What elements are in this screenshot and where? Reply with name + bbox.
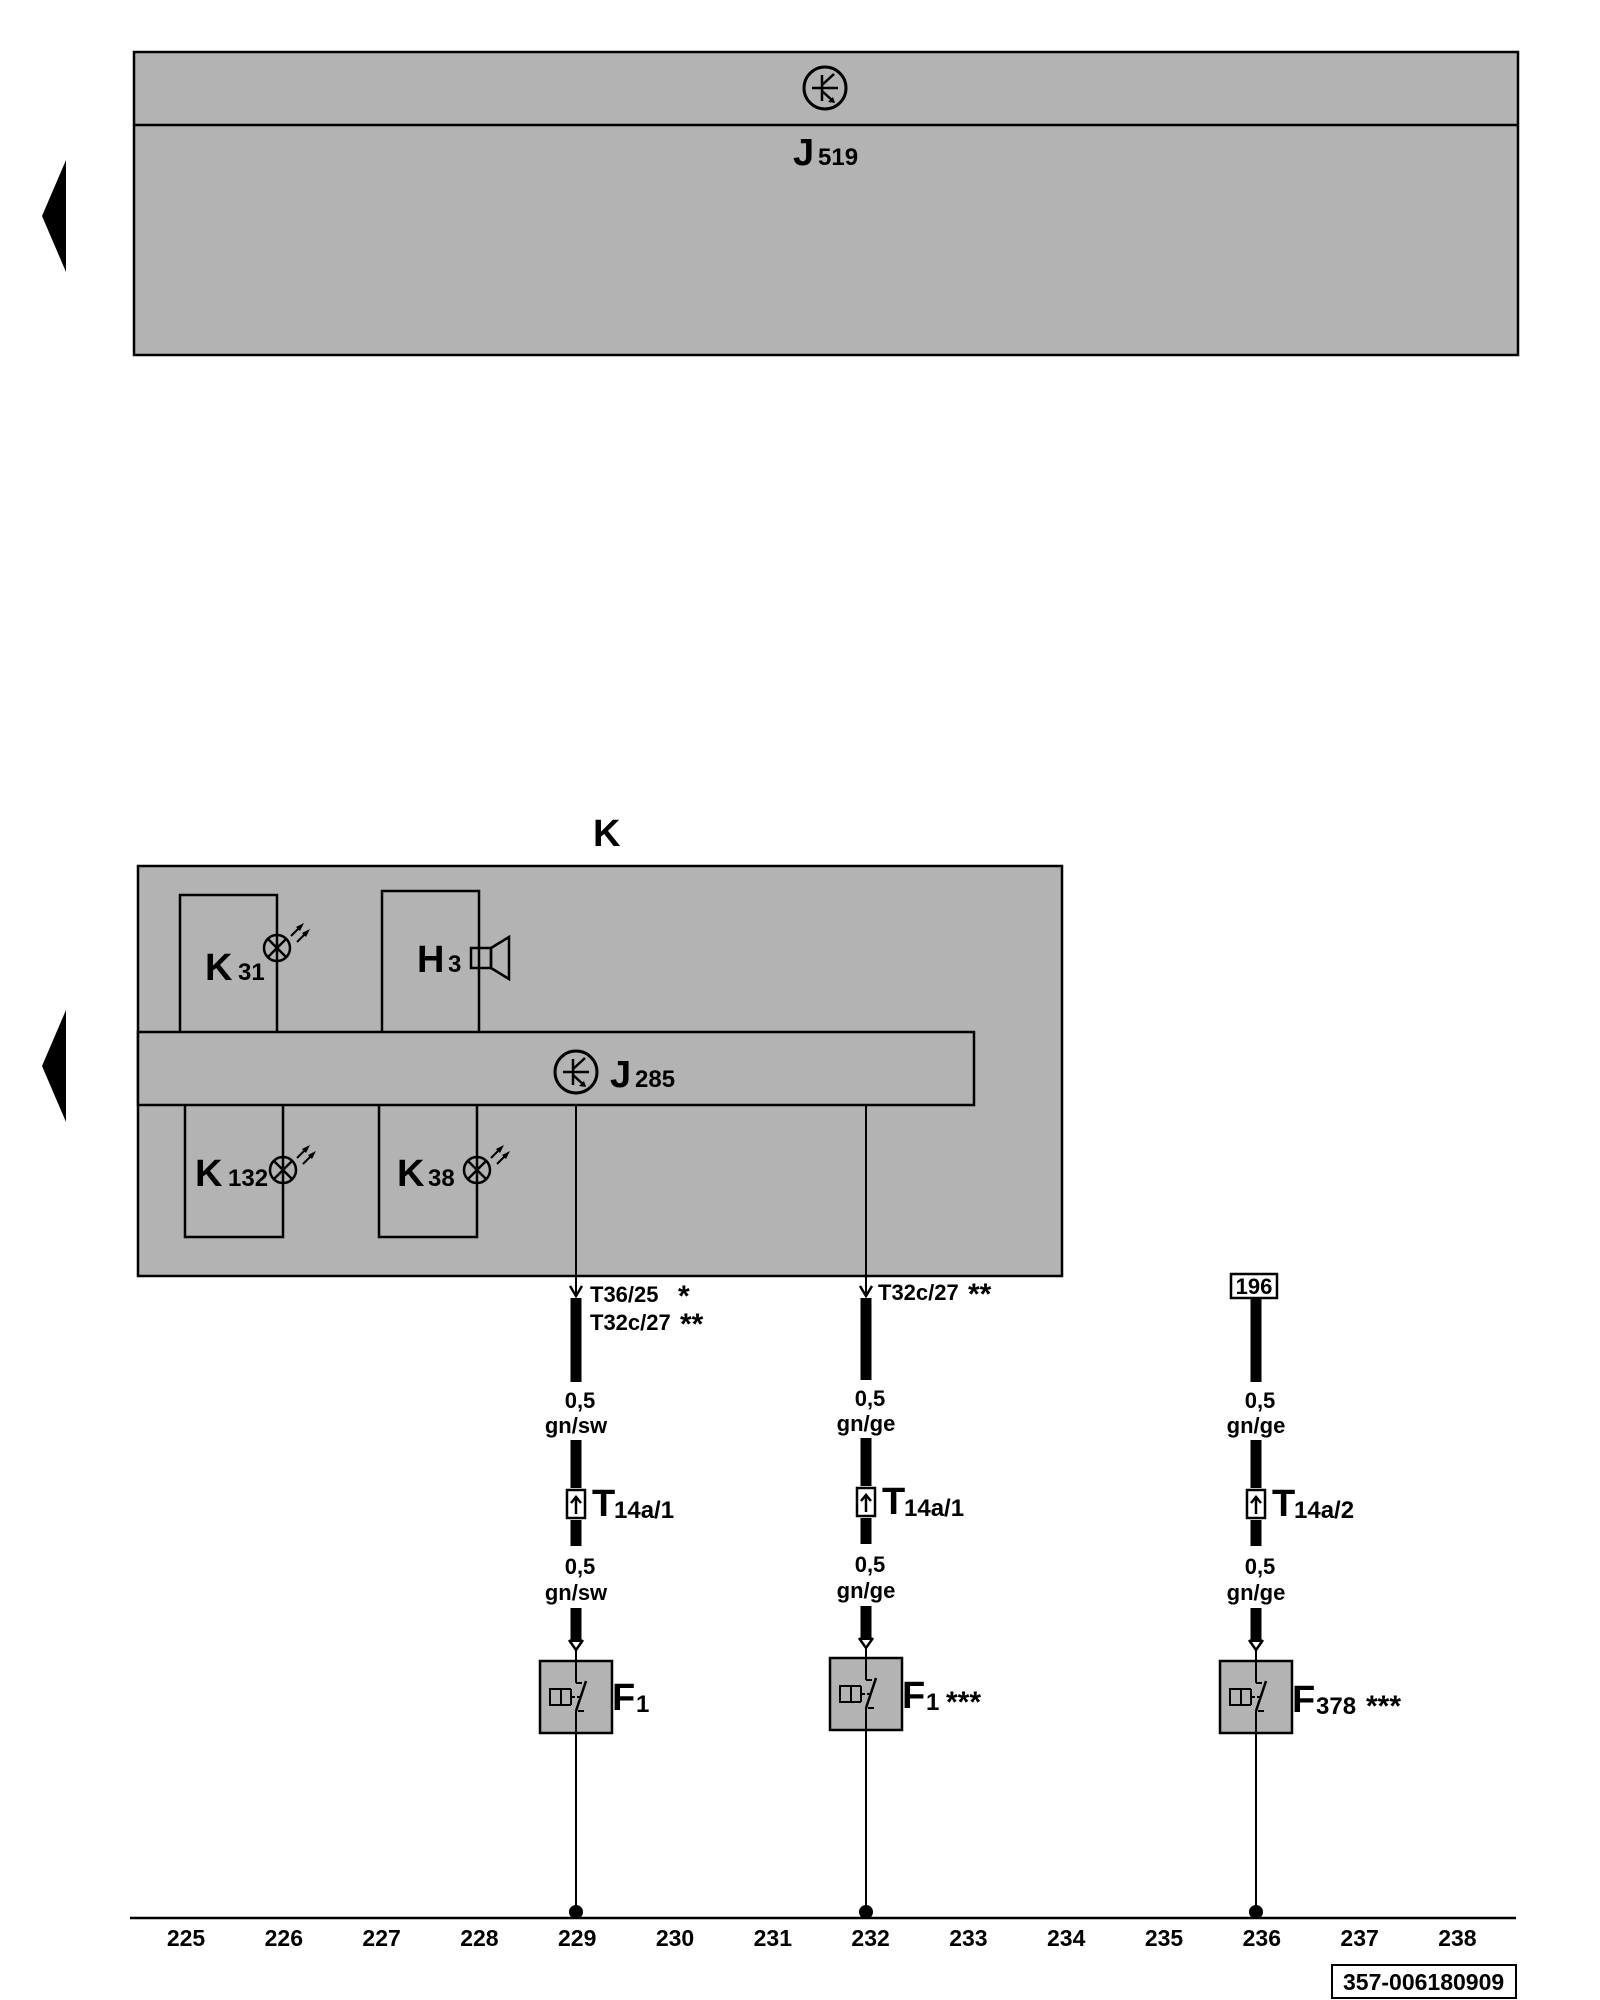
indicator-k38: K 38 [377,1105,512,1239]
j285-label: J [610,1054,631,1096]
connector-label: T [882,1481,905,1523]
wire-color: gn/sw [545,1580,608,1605]
page-back-arrow-top[interactable] [42,160,66,272]
reference-number: 196 [1236,1274,1273,1299]
connector-sub: 14a/1 [614,1497,674,1524]
buzzer-h3: H 3 [380,889,511,1032]
control-unit-j519: J 519 [132,50,1520,357]
wire-color: gn/ge [1227,1413,1286,1438]
instrument-cluster-k: K K 31 H 3 J 285 K 132 [136,813,1064,1278]
k31-label: K [205,947,233,989]
pin-t32c-27: T32c/27 [590,1310,671,1335]
rail-number: 226 [265,1925,303,1951]
rail-number: 236 [1243,1925,1281,1951]
rail-number: 230 [656,1925,694,1951]
switch-mark: *** [1366,1690,1401,1723]
connector-sub: 14a/2 [1294,1497,1354,1524]
k132-sub: 132 [228,1165,268,1192]
connector-label: T [1272,1483,1295,1525]
switch-sub: 378 [1316,1693,1356,1720]
connector-sub: 14a/1 [904,1495,964,1522]
switch-mark: *** [946,1686,981,1719]
rail-number: 227 [362,1925,400,1951]
indicator-k31: K 31 [178,893,312,1032]
j519-label: J [793,132,814,174]
switch-icon [538,1659,614,1735]
rail-number: 229 [558,1925,596,1951]
k132-label: K [195,1153,223,1195]
pin-t32c-27: T32c/27 [878,1280,959,1305]
rail-number: 231 [754,1925,793,1951]
connector-label: T [592,1483,615,1525]
page-back-arrow-bottom[interactable] [42,1010,66,1122]
pin-mark: ** [680,1308,704,1341]
ground-point [1249,1905,1263,1919]
switch-label: F [612,1677,635,1719]
rail-number: 237 [1340,1925,1378,1951]
ground-rail: 225 226 227 228 229 230 231 232 233 234 235 236 237 2… [130,1916,1516,1951]
switch-icon [828,1656,904,1732]
h3-sub: 3 [448,951,461,978]
wire-size: 0,5 [1245,1554,1276,1579]
pin-mark: ** [968,1278,992,1311]
rail-number: 228 [460,1925,499,1951]
connector-icon [1245,1488,1267,1520]
k38-sub: 38 [428,1165,455,1192]
circuit-2: T32c/27 ** 0,5 gn/ge T 14a/1 0,5 gn/ge F… [828,1276,992,1919]
k38-label: K [397,1153,425,1195]
pin-t36-25: T36/25 [590,1282,659,1307]
rail-number: 234 [1047,1925,1086,1951]
control-unit-j285: J 285 [136,1030,976,1107]
switch-sub: 1 [636,1691,649,1718]
wire-size: 0,5 [855,1386,886,1411]
j519-sub: 519 [818,144,858,171]
cluster-label: K [593,813,621,855]
switch-label: F [902,1675,925,1717]
ground-point [859,1905,873,1919]
rail-number: 225 [167,1925,206,1951]
wire-size: 0,5 [855,1552,886,1577]
circuit-1: T36/25 * T32c/27 ** 0,5 gn/sw T 14a/1 0,… [538,1276,704,1919]
ground-point [569,1905,583,1919]
indicator-k132: K 132 [183,1105,318,1239]
rail-number: 235 [1145,1925,1184,1951]
switch-icon [1218,1659,1294,1735]
footer-reference: 357-006180909 [1331,1964,1517,1999]
rail-number: 233 [949,1925,987,1951]
rail-number: 238 [1438,1925,1477,1951]
connector-icon [855,1486,877,1518]
switch-label: F [1292,1679,1315,1721]
wire-color: gn/sw [545,1413,608,1438]
j285-sub: 285 [635,1066,675,1093]
wire-size: 0,5 [565,1554,596,1579]
wire-color: gn/ge [837,1578,896,1603]
reference-label: 357-006180909 [1343,1969,1504,1995]
wire-size: 0,5 [565,1388,596,1413]
k31-sub: 31 [238,959,265,986]
rail-numbers: 225 226 227 228 229 230 231 232 233 234 235 236 237 2… [167,1925,1477,1951]
circuit-3: 196 0,5 gn/ge T 14a/2 0,5 gn/ge F 378 **… [1218,1272,1401,1919]
wire-color: gn/ge [1227,1580,1286,1605]
pin-mark: * [678,1280,690,1313]
connector-icon [565,1488,587,1520]
rail-number: 232 [851,1925,889,1951]
wire-size: 0,5 [1245,1388,1276,1413]
wire-color: gn/ge [837,1411,896,1436]
h3-label: H [417,939,444,981]
switch-sub: 1 [926,1689,939,1716]
